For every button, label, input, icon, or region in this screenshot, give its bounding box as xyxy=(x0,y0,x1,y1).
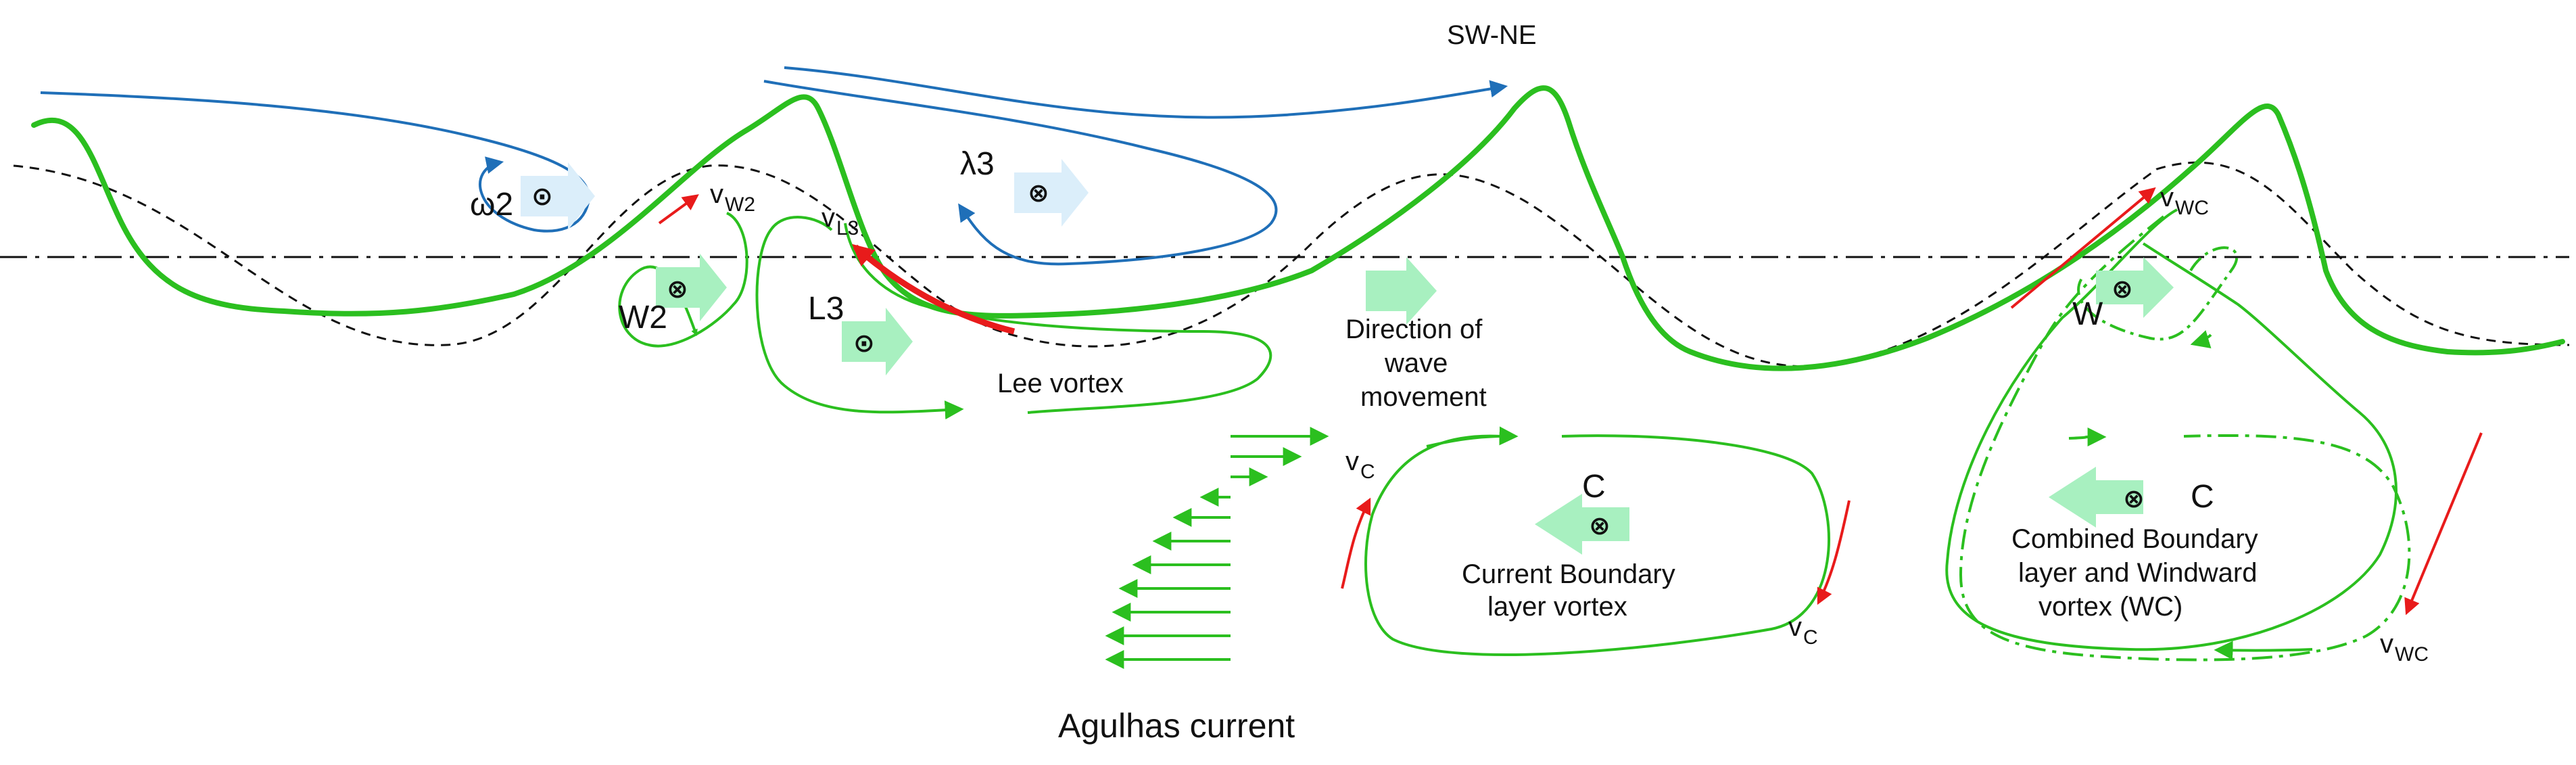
c-right-rotation-symbol: ⊗ xyxy=(2123,485,2145,513)
direction-label-line1: Direction of xyxy=(1345,315,1483,344)
lambda3-rotation-symbol: ⊗ xyxy=(1028,179,1049,208)
svg-text:L3: L3 xyxy=(836,217,859,239)
v-wc-lower-arrow xyxy=(2404,432,2483,616)
lee-vortex-label: Lee vortex xyxy=(997,369,1124,398)
omega2-drift-arrow xyxy=(521,162,595,230)
svg-text:WC: WC xyxy=(2175,197,2209,219)
w-rotation-symbol: ⊗ xyxy=(2112,275,2133,304)
svg-text:v: v xyxy=(2380,629,2393,659)
w-vortex-dashdot-arrow xyxy=(2190,330,2212,348)
wave-surface-profile xyxy=(31,85,2565,371)
combined-vortex-solid-loop xyxy=(1945,208,2398,651)
direction-label-line2: wave xyxy=(1384,348,1448,378)
w2-rotation-symbol: ⊗ xyxy=(667,275,688,304)
v-l3-label: v L3 xyxy=(821,203,859,239)
svg-text:C: C xyxy=(1360,461,1375,483)
l3-drift-arrow xyxy=(842,308,913,375)
windward-vortex-dashdot-arrow xyxy=(2068,427,2107,447)
omega2-label: ω2 xyxy=(470,187,513,223)
sw-ne-label: SW-NE xyxy=(1447,20,1537,50)
l3-label: L3 xyxy=(808,291,844,327)
w-label: W xyxy=(2072,296,2103,332)
omega2-rotation-symbol: ⊙ xyxy=(531,183,553,211)
wind-streamline-top-right xyxy=(784,66,1508,119)
svg-text:v: v xyxy=(1788,612,1802,642)
v-wc-lower-label: v WC xyxy=(2380,629,2429,666)
direction-of-wave-arrow xyxy=(1366,257,1437,325)
current-bl-label-line1: Current Boundary xyxy=(1462,559,1675,589)
combined-label-line2: layer and Windward xyxy=(2018,558,2258,588)
c-left-rotation-symbol: ⊗ xyxy=(1589,512,1611,540)
c-left-drift-arrow xyxy=(1535,494,1629,555)
current-bl-label-line2: layer vortex xyxy=(1487,592,1627,622)
c-left-label: C xyxy=(1582,469,1606,505)
w-drift-arrow xyxy=(2096,257,2174,318)
combined-label-line3: vortex (WC) xyxy=(2038,592,2183,622)
lambda3-drift-arrow xyxy=(1014,159,1089,227)
svg-text:W2: W2 xyxy=(725,193,755,216)
current-boundary-layer-vortex-loop xyxy=(1364,434,1830,656)
v-wc-upper-label: v WC xyxy=(2160,183,2209,219)
v-c-left-label: v C xyxy=(1345,446,1375,483)
lee-vortex-loop xyxy=(755,216,964,420)
v-w2-label: v W2 xyxy=(710,179,755,216)
lambda3-label: λ3 xyxy=(960,146,995,182)
c-right-label: C xyxy=(2191,479,2214,515)
v-l3-arrow xyxy=(852,244,1016,335)
c-right-drift-arrow xyxy=(2049,467,2143,528)
svg-text:WC: WC xyxy=(2395,643,2429,666)
w2-label: W2 xyxy=(619,300,667,335)
direction-label-line3: movement xyxy=(1360,382,1487,412)
current-boundary-layer-vortex-arrow xyxy=(1426,426,1519,448)
wind-streamline-lambda3-loop xyxy=(763,80,1278,266)
v-c-right-arrow xyxy=(1817,500,1851,605)
svg-text:v: v xyxy=(1345,446,1359,476)
combined-vortex-lower-arrow xyxy=(2214,641,2313,660)
sinusoidal-dashed-wave xyxy=(13,161,2570,368)
lee-vortex-return xyxy=(844,223,1272,414)
v-w2-arrow xyxy=(658,194,699,225)
v-c-left-arrow xyxy=(1341,497,1371,589)
agulhas-current-label: Agulhas current xyxy=(1058,707,1295,745)
l3-rotation-symbol: ⊙ xyxy=(853,329,875,358)
v-wc-upper-arrow xyxy=(2010,187,2156,309)
agulhas-velocity-profile xyxy=(1105,427,1329,669)
svg-text:v: v xyxy=(821,203,835,233)
svg-text:C: C xyxy=(1803,626,1818,649)
windward-vortex-dashdot-loop xyxy=(1959,215,2411,662)
svg-text:v: v xyxy=(2160,183,2174,212)
svg-text:v: v xyxy=(710,179,723,209)
combined-label-line1: Combined Boundary xyxy=(2011,524,2258,554)
w2-drift-arrow xyxy=(656,254,727,321)
w-vortex-dashdot-loop xyxy=(2077,246,2239,341)
v-c-right-label: v C xyxy=(1788,612,1818,649)
